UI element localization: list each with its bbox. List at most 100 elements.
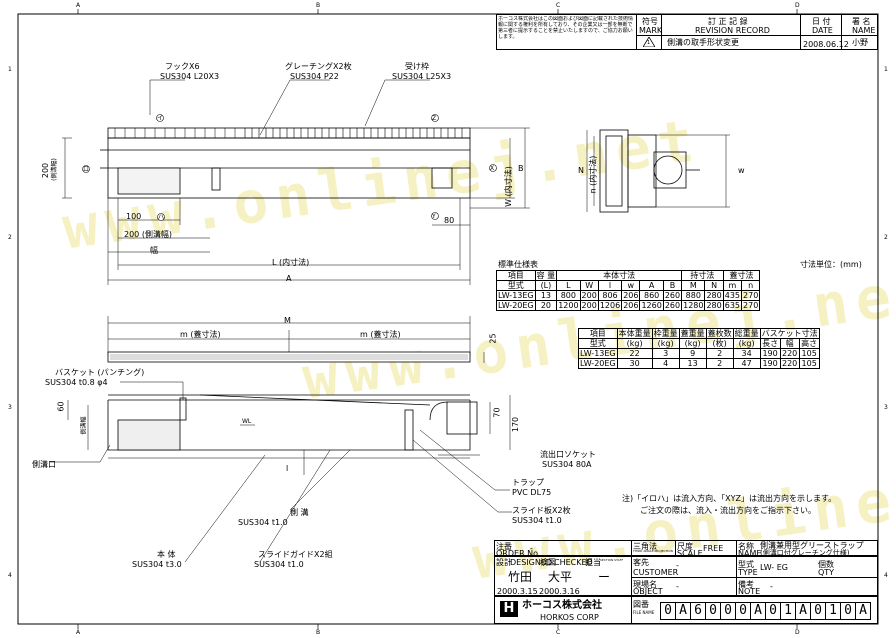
name-line-2: (側溝口付グレーチング仕様): [760, 549, 850, 557]
drawing-digit: 0: [735, 602, 751, 620]
drawing-digit: A: [795, 602, 811, 620]
td: 270: [741, 300, 761, 311]
th: m: [722, 280, 743, 291]
drawing-digit: 0: [705, 602, 721, 620]
th: l: [597, 280, 623, 291]
th: A: [639, 280, 664, 291]
td: 190: [759, 348, 781, 359]
dim-m-cover-2: m (蓋寸法): [360, 330, 401, 339]
label-basket-mat: SUS304 t0.8 φ4: [45, 378, 108, 387]
dim-a: A: [286, 274, 292, 283]
object-label: 現場名: [633, 580, 657, 589]
record-header-en: REVISION RECORD: [695, 26, 770, 35]
label-side-mat: SUS304 t1.0: [238, 518, 288, 527]
scale-label-en: SCALE: [677, 549, 703, 558]
type-label-en: TYPE: [738, 568, 758, 577]
dim-w-inner: W (内寸法): [503, 166, 513, 207]
object-value: -: [676, 582, 679, 591]
note-value: -: [770, 582, 773, 591]
label-slide-mat: SUS304 t1.0: [512, 516, 562, 525]
label-grating-mat: SUS304 P22: [290, 72, 339, 81]
scale-value: FREE: [703, 544, 724, 553]
revision-mark-number: 1: [647, 40, 651, 46]
label-socket: 流出口ソケット: [540, 450, 596, 459]
dim-200-height: 200: [41, 162, 51, 179]
label-slide: スライド板X2枚: [512, 506, 571, 515]
td: 2: [705, 358, 734, 369]
section-label-en: SECTION STAFF: [600, 558, 624, 562]
zone-row-3: 3: [8, 404, 12, 411]
th: (kg): [616, 338, 653, 349]
checked-label: 検図: [540, 558, 556, 567]
label-grating: グレーチングX2枚: [285, 62, 352, 71]
td: 260: [662, 290, 683, 301]
label-frame-mat: SUS304 L25X3: [392, 72, 452, 81]
zone-col-b: B: [316, 629, 321, 636]
customer-label-en: CUSTOMER: [633, 568, 679, 577]
type-value: LW- EG: [760, 563, 788, 572]
td: 190: [759, 358, 781, 369]
th: 本体寸法: [556, 270, 683, 281]
label-basket: バスケット (パンチング): [55, 368, 145, 377]
td: 860: [639, 290, 664, 301]
td: 105: [798, 358, 820, 369]
company-note: ホーコス株式会社はこの図面および図面に記載された技術情報に関する権利を所有してお…: [498, 16, 634, 40]
label-wl: WL: [242, 418, 252, 425]
spec-table-unit: 寸法単位：(mm): [800, 260, 862, 269]
drawing-digit: A: [675, 602, 691, 620]
spec-table-2: 項目 本体重量 枠重量 蓋重量 蓋枚数 総重量 バスケット寸法 型式 (kg) …: [578, 328, 820, 369]
label-body-mat: SUS304 t3.0: [132, 560, 182, 569]
label-frame: 受け枠: [405, 62, 429, 71]
drawing-digit: A: [855, 602, 871, 620]
order-no: -: [530, 544, 533, 553]
th: 蓋寸法: [722, 270, 761, 281]
td: 1280: [681, 300, 706, 311]
arrow-ha-label: ハ: [158, 214, 165, 221]
td: 206: [621, 290, 641, 301]
td: LW-20EG: [496, 300, 536, 311]
td: LW-13EG: [578, 348, 618, 359]
name-label-en: NAME: [738, 549, 762, 558]
drawing-digit: 0: [765, 602, 781, 620]
drawing-digit: 1: [780, 602, 796, 620]
zone-col-a: A: [76, 629, 81, 636]
note-line-2: ご注文の際は、流入・流出方向をご指示下さい。: [640, 506, 816, 515]
dim-170: 170: [511, 416, 521, 433]
revision-record: 側溝の取手形状変更: [667, 38, 739, 47]
dim-m-total: M: [284, 316, 291, 325]
td: 200: [579, 290, 599, 301]
td: 30: [616, 358, 653, 369]
td: 206: [621, 300, 641, 311]
drawing-digit: 1: [825, 602, 841, 620]
name-line-1: 側溝兼用型グリーストラップ: [760, 541, 864, 550]
th: (kg): [651, 338, 680, 349]
dim-w-lower: w: [738, 166, 745, 175]
date-designed: 2000.3.15: [497, 587, 538, 596]
name-header-en: NAME: [852, 26, 876, 35]
dim-n-upper: N: [578, 166, 584, 175]
spec-table-1: 項目 容 量 本体寸法 持寸法 蓋寸法 型式 (L) L W l w A B M…: [496, 270, 761, 311]
table-row: LW-20EG 20 1200 200 1206 206 1260 260 12…: [496, 300, 761, 311]
th: N: [704, 280, 724, 291]
qty-label-en: QTY: [818, 568, 835, 577]
zone-row-2: 2: [8, 234, 12, 241]
td: 20: [534, 300, 558, 311]
label-trap-mat: PVC DL75: [512, 488, 552, 497]
note-label-en: NOTE: [738, 587, 761, 596]
revision-name: 小野: [852, 38, 868, 47]
th: 本体重量: [616, 328, 653, 339]
td: 2: [705, 348, 734, 359]
td: 806: [597, 290, 623, 301]
th: 長さ: [759, 338, 781, 349]
zone-col-a: A: [76, 2, 81, 9]
zone-col-c: C: [556, 629, 561, 636]
note-label: 備考: [738, 580, 754, 589]
td: 435: [722, 290, 743, 301]
th: (kg): [678, 338, 707, 349]
name-header: 署 名: [852, 17, 871, 26]
label-guide-mat: SUS304 t1.0: [254, 560, 304, 569]
td: LW-20EG: [578, 358, 618, 369]
type-label: 型式: [738, 560, 754, 569]
drawing-digit: 0: [660, 602, 676, 620]
